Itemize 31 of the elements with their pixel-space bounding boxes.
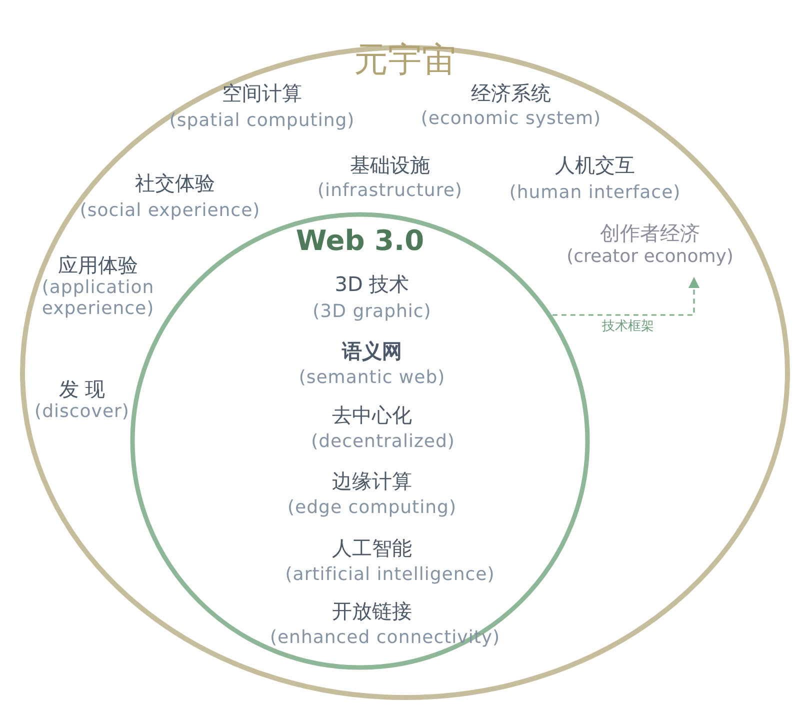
- circle-title: Web 3.0: [296, 224, 424, 257]
- concept-label: 人工智能: [332, 535, 412, 562]
- concept-label: 3D 技术: [334, 271, 410, 298]
- translation-text: (edge computing): [288, 497, 456, 518]
- concept-label: 空间计算: [222, 80, 302, 107]
- concept-label: 语义网: [342, 338, 402, 365]
- edge-label: 技术框架: [600, 317, 656, 335]
- concept-name: 创作者经济: [600, 220, 700, 247]
- translation-text: (infrastructure): [318, 180, 462, 201]
- concept-translation: (creator economy): [566, 246, 734, 267]
- concept-label: 人机交互: [555, 152, 635, 179]
- title: 元宇宙: [354, 39, 456, 82]
- translation-text: (discover): [34, 401, 130, 422]
- dashed-arrow: [552, 276, 700, 316]
- translation-text: (decentralized): [311, 431, 455, 452]
- concept-label: 经济系统: [471, 80, 551, 107]
- translation-text: (artificial intelligence): [285, 564, 495, 585]
- translation-text: (application experience): [40, 277, 156, 319]
- concept-label: 开放链接: [332, 598, 412, 625]
- concept-label: 社交体验: [135, 170, 215, 197]
- translation-text: (economic system): [420, 108, 602, 129]
- translation-text: (human interface): [509, 182, 681, 203]
- translation-text: (social experience): [80, 200, 260, 221]
- concept-label: 去中心化: [332, 402, 412, 429]
- concept-label: 发 现: [58, 376, 106, 403]
- translation-text: (semantic web): [298, 367, 446, 388]
- concept-label: 基础设施: [350, 152, 430, 179]
- concept-label: 边缘计算: [332, 468, 412, 495]
- translation-text: (spatial computing): [169, 110, 355, 131]
- concept-label: 应用体验: [58, 252, 138, 279]
- translation-text: (3D graphic): [312, 301, 432, 322]
